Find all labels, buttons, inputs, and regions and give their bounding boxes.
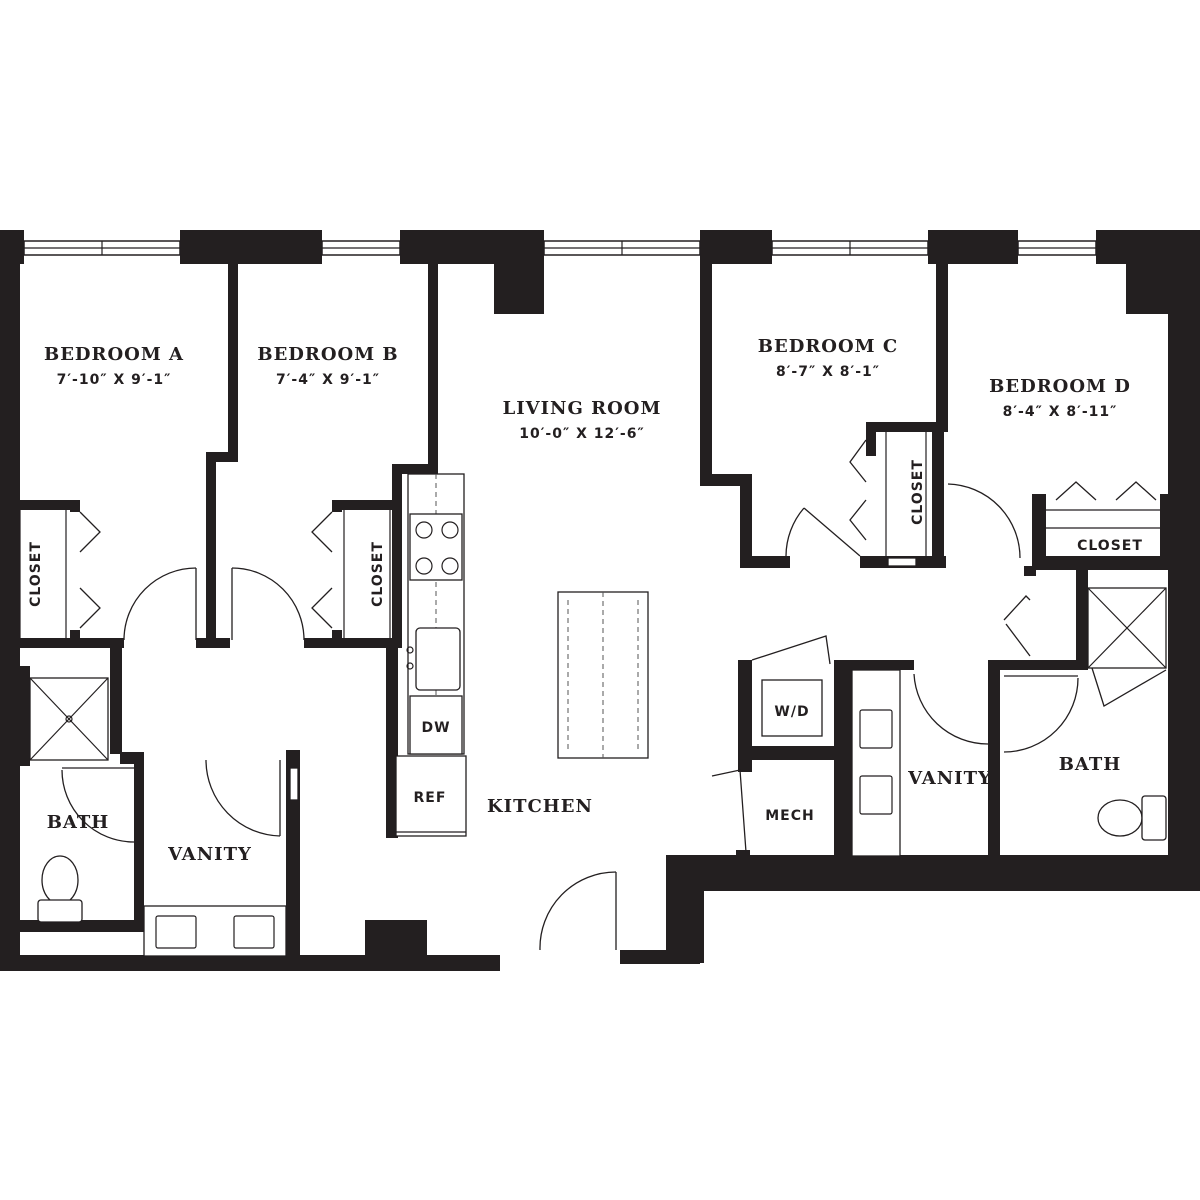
closet-a-label: CLOSET	[28, 541, 44, 607]
bath-right-name: BATH	[1059, 754, 1122, 775]
bedroom-d-dims: 8′-4″ X 8′-11″	[1003, 404, 1118, 420]
vanity-right-name: VANITY	[907, 768, 992, 789]
bedroom-c-dims: 8′-7″ X 8′-1″	[776, 364, 880, 380]
windows	[23, 240, 1097, 256]
room-labels: BEDROOM A 7′-10″ X 9′-1″ BEDROOM B 7′-4″…	[44, 336, 1131, 865]
dishwasher-label: DW	[421, 720, 450, 736]
kitchen-fixtures	[395, 473, 649, 837]
closet-labels: CLOSET CLOSET CLOSET CLOSET	[28, 459, 1143, 607]
right-bath-fixtures	[761, 587, 1167, 857]
bedroom-d-name: BEDROOM D	[989, 376, 1131, 397]
living-room-name: LIVING ROOM	[503, 398, 662, 419]
closet-c-label: CLOSET	[910, 459, 926, 525]
closet-d-label: CLOSET	[1077, 538, 1143, 554]
washer-dryer-label: W/D	[774, 704, 809, 720]
bedroom-c-name: BEDROOM C	[758, 336, 898, 357]
left-bath-fixtures	[29, 677, 287, 957]
doors	[61, 439, 1157, 951]
interior-walls	[20, 262, 1172, 960]
bedroom-a-dims: 7′-10″ X 9′-1″	[57, 372, 172, 388]
bedroom-a-name: BEDROOM A	[44, 344, 184, 365]
bath-left-name: BATH	[47, 812, 110, 833]
closet-b-label: CLOSET	[370, 541, 386, 607]
mechanical-label: MECH	[765, 808, 815, 824]
closet-shelving	[19, 432, 1160, 638]
exterior-walls	[0, 230, 1200, 971]
refrigerator-label: REF	[414, 790, 447, 806]
living-room-dims: 10′-0″ X 12′-6″	[519, 426, 645, 442]
bedroom-b-dims: 7′-4″ X 9′-1″	[276, 372, 380, 388]
vanity-left-name: VANITY	[167, 844, 252, 865]
bedroom-b-name: BEDROOM B	[257, 344, 398, 365]
kitchen-name: KITCHEN	[487, 796, 593, 817]
fixture-labels: DW REF W/D MECH	[414, 704, 815, 824]
